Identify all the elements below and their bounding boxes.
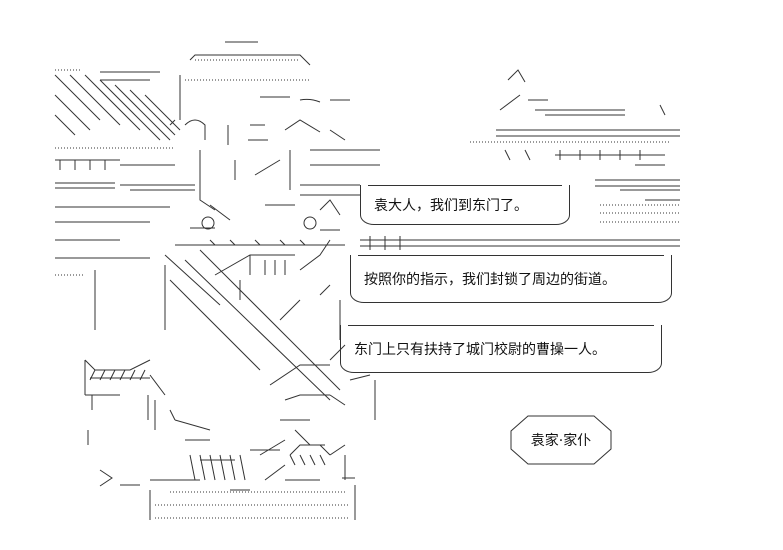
hatching-lines	[54, 74, 181, 141]
bubble-top-edge	[348, 325, 654, 326]
dialogue-line-2: 按照你的指示，我们封锁了周边的街道。	[364, 272, 616, 288]
bubble-top-edge	[368, 185, 562, 186]
bubble-frame	[350, 255, 672, 303]
dialogue-line-1: 袁大人，我们到东门了。	[374, 198, 528, 214]
bubble-top-edge	[358, 255, 664, 256]
speech-bubble-3: 东门上只有扶持了城门校尉的曹操一人。	[340, 325, 662, 373]
tag-octagon-frame	[510, 415, 612, 465]
speaker-tag: 袁家·家仆	[510, 415, 612, 465]
bubble-frame	[340, 325, 662, 373]
speech-bubble-2: 按照你的指示，我们封锁了周边的街道。	[350, 255, 672, 303]
speaker-name: 袁家·家仆	[530, 433, 592, 449]
bubble-frame	[360, 185, 570, 225]
dialogue-line-3: 东门上只有扶持了城门校尉的曹操一人。	[354, 342, 606, 358]
speech-bubble-1: 袁大人，我们到东门了。	[360, 185, 570, 225]
